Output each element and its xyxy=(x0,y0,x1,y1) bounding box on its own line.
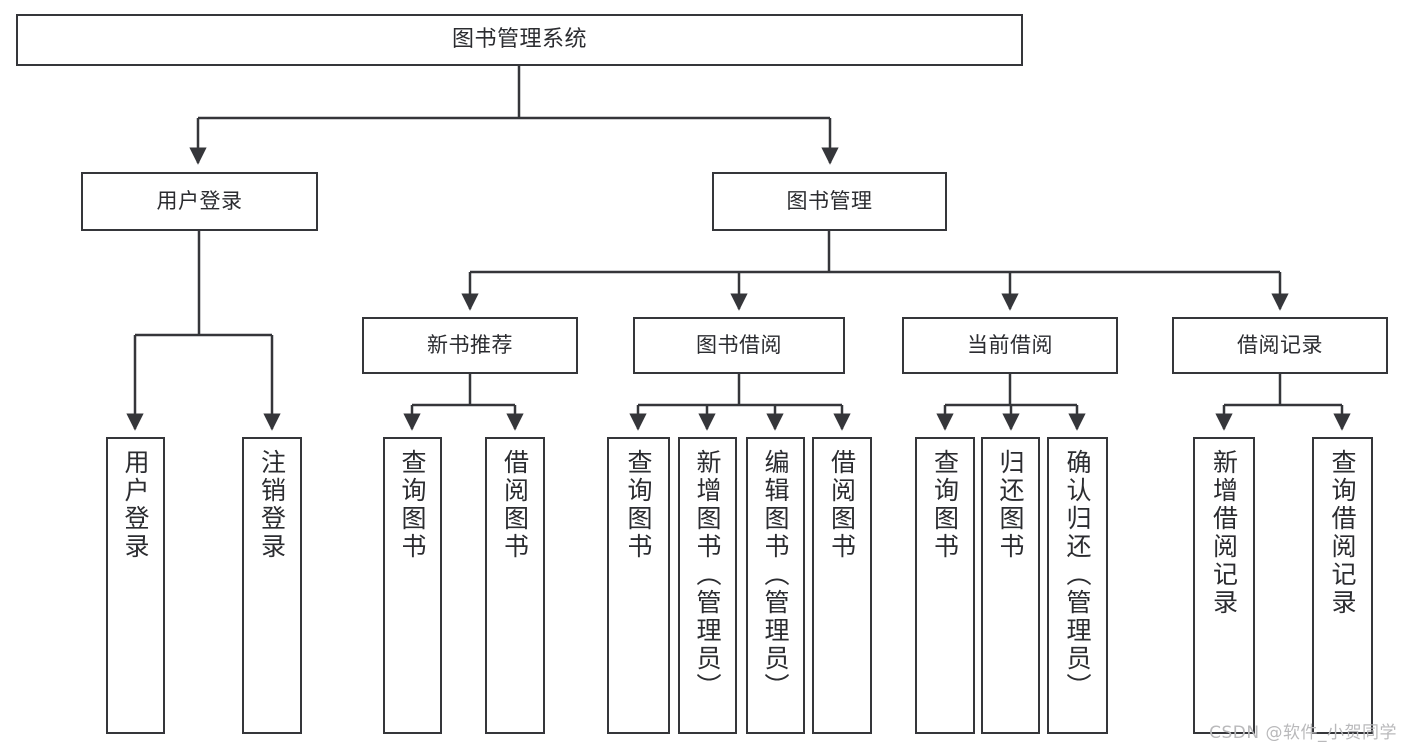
node-new-book-recommend[interactable]: 新书推荐 xyxy=(362,317,578,374)
node-new-book-recommend-label: 新书推荐 xyxy=(427,333,513,358)
leaf-query-record[interactable]: 查询借阅记录 xyxy=(1312,437,1373,734)
node-user-login[interactable]: 用户登录 xyxy=(81,172,318,231)
leaf-return-book[interactable]: 归还图书 xyxy=(981,437,1040,734)
leaf-borrow-book-1[interactable]: 借阅图书 xyxy=(485,437,545,734)
leaf-add-record-label: 新增借阅记录 xyxy=(1209,449,1239,617)
leaf-add-book[interactable]: 新增图书（管理员） xyxy=(678,437,737,734)
node-user-login-label: 用户登录 xyxy=(156,189,243,214)
leaf-edit-book[interactable]: 编辑图书（管理员） xyxy=(746,437,805,734)
leaf-borrow-book-2[interactable]: 借阅图书 xyxy=(812,437,872,734)
leaf-add-book-label: 新增图书（管理员） xyxy=(693,449,722,701)
leaf-confirm-return-label: 确认归还（管理员） xyxy=(1063,449,1092,701)
leaf-edit-book-label: 编辑图书（管理员） xyxy=(761,449,790,701)
node-borrow-record[interactable]: 借阅记录 xyxy=(1172,317,1388,374)
leaf-user-login[interactable]: 用户登录 xyxy=(106,437,165,734)
node-root[interactable]: 图书管理系统 xyxy=(16,14,1023,66)
leaf-borrow-book-2-label: 借阅图书 xyxy=(827,449,857,561)
node-current-borrow-label: 当前借阅 xyxy=(967,333,1053,358)
leaf-query-book-3-label: 查询图书 xyxy=(930,449,960,561)
leaf-query-book-3[interactable]: 查询图书 xyxy=(915,437,975,734)
node-borrow-record-label: 借阅记录 xyxy=(1237,333,1323,358)
node-book-borrow-label: 图书借阅 xyxy=(696,333,782,358)
leaf-confirm-return[interactable]: 确认归还（管理员） xyxy=(1047,437,1108,734)
node-book-manage-label: 图书管理 xyxy=(786,189,873,214)
leaf-add-record[interactable]: 新增借阅记录 xyxy=(1193,437,1255,734)
node-root-label: 图书管理系统 xyxy=(451,27,587,53)
leaf-query-book-2[interactable]: 查询图书 xyxy=(607,437,670,734)
leaf-borrow-book-1-label: 借阅图书 xyxy=(500,449,530,561)
node-book-manage[interactable]: 图书管理 xyxy=(712,172,947,231)
leaf-logout-label: 注销登录 xyxy=(257,449,287,561)
node-current-borrow[interactable]: 当前借阅 xyxy=(902,317,1118,374)
csdn-watermark: CSDN @软件_小贺同学 xyxy=(1209,723,1397,743)
node-book-borrow[interactable]: 图书借阅 xyxy=(633,317,845,374)
leaf-query-record-label: 查询借阅记录 xyxy=(1328,449,1357,617)
leaf-return-book-label: 归还图书 xyxy=(996,449,1025,561)
leaf-logout[interactable]: 注销登录 xyxy=(242,437,302,734)
leaf-user-login-label: 用户登录 xyxy=(121,449,150,561)
leaf-query-book-1-label: 查询图书 xyxy=(398,449,427,561)
leaf-query-book-1[interactable]: 查询图书 xyxy=(383,437,442,734)
leaf-query-book-2-label: 查询图书 xyxy=(624,449,653,561)
